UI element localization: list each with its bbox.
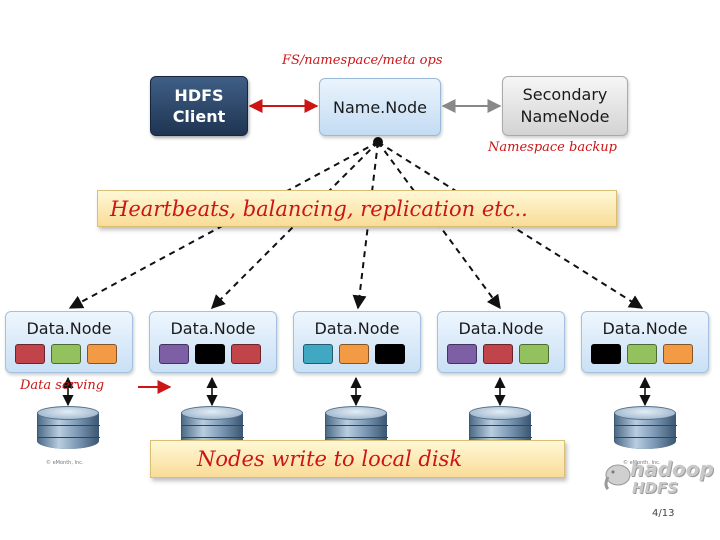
block-row [447, 344, 549, 364]
hdfs-client-box: HDFS Client [150, 76, 248, 136]
local-disk-banner: Nodes write to local disk [150, 440, 565, 478]
disk-icon [37, 406, 100, 452]
disk-icon [614, 406, 677, 452]
hadoop-logo-word: hadoop [630, 457, 714, 481]
data-block [303, 344, 333, 364]
namenode-box: Name.Node [319, 78, 441, 136]
data-block [51, 344, 81, 364]
block-row [303, 344, 405, 364]
block-row [591, 344, 693, 364]
datanode-3: Data.Node [293, 311, 421, 373]
elephant-icon [604, 464, 631, 491]
heartbeat-banner: Heartbeats, balancing, replication etc.. [97, 190, 617, 227]
hdfs-client-line2: Client [172, 107, 226, 126]
datanode-title: Data.Node [458, 319, 544, 338]
datanode-title: Data.Node [170, 319, 256, 338]
disk-copyright: © eMonth, Inc. [46, 460, 84, 466]
heartbeat-banner-text: Heartbeats, balancing, replication etc.. [110, 196, 528, 221]
heartbeat-link-1 [68, 141, 379, 309]
datanode-2: Data.Node [149, 311, 277, 373]
data-block [519, 344, 549, 364]
namenode-label: Name.Node [332, 97, 428, 117]
data-block [375, 344, 405, 364]
datanode-title: Data.Node [314, 319, 400, 338]
data-block [15, 344, 45, 364]
data-block [591, 344, 621, 364]
data-block [231, 344, 261, 364]
page-number: 4/13 [652, 508, 675, 519]
disk-copyright: © eMonth, Inc. [623, 460, 661, 466]
datanode-1: Data.Node [5, 311, 133, 373]
data-block [195, 344, 225, 364]
hdfs-logo-word: HDFS [632, 479, 679, 497]
data-block [447, 344, 477, 364]
namenode-hub-dot [373, 137, 383, 147]
datanode-title: Data.Node [602, 319, 688, 338]
datanode-title: Data.Node [26, 319, 112, 338]
heartbeat-link-3 [352, 141, 379, 310]
hdfs-client-line1: HDFS [174, 86, 224, 105]
disk-io-arrows [62, 376, 651, 407]
data-block [627, 344, 657, 364]
namespace-backup-label: Namespace backup [488, 140, 617, 155]
hadoop-logo: hadoop HDFS [602, 455, 714, 499]
datanode-4: Data.Node [437, 311, 565, 373]
data-block [663, 344, 693, 364]
data-block [339, 344, 369, 364]
datanode-5: Data.Node [581, 311, 709, 373]
block-row [15, 344, 117, 364]
data-block [87, 344, 117, 364]
data-serving-label: Data serving [20, 378, 105, 393]
secondary-namenode-line1: Secondary [522, 85, 608, 104]
block-row [159, 344, 261, 364]
data-block [159, 344, 189, 364]
secondary-namenode-line2: NameNode [520, 107, 610, 126]
data-block [483, 344, 513, 364]
local-disk-banner-text: Nodes write to local disk [197, 447, 463, 471]
fs-namespace-ops-label: FS/namespace/meta ops [282, 53, 443, 68]
